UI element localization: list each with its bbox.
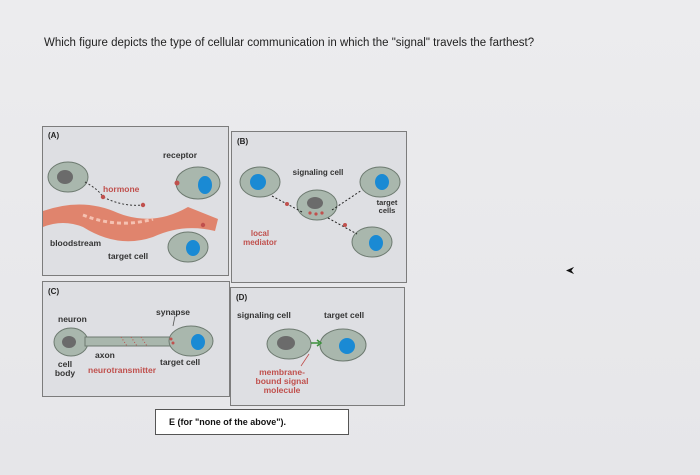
neuron-label: neuron <box>58 314 87 324</box>
bloodstream-label: bloodstream <box>50 238 102 248</box>
neurotransmitter-label: neurotransmitter <box>88 365 157 375</box>
hormone-label: hormone <box>103 184 140 194</box>
figure-a-option[interactable]: (A) receptor hormone bloodstream target … <box>42 126 229 276</box>
figure-d-option[interactable]: (D) signaling cell target cell membrane-… <box>230 287 405 406</box>
mouse-cursor-icon <box>566 262 575 280</box>
panel-b-label: (B) <box>237 137 249 146</box>
option-e-label: E (for "none of the above"). <box>169 417 287 427</box>
target-cells-label: target cells <box>376 198 398 215</box>
cell-body-label: cell body <box>54 359 76 378</box>
membrane-bound-label: membrane-bound signal molecule <box>255 367 309 395</box>
figure-b-option[interactable]: (B) signaling cell target cells local me… <box>231 131 407 283</box>
question-text: Which figure depicts the type of cellula… <box>44 37 535 49</box>
panel-c-label: (C) <box>48 287 60 296</box>
figure-d-illustration <box>266 328 367 367</box>
panel-a-label: (A) <box>48 131 60 140</box>
figure-a-illustration <box>43 161 221 263</box>
figure-c-illustration <box>53 315 214 357</box>
axon-label: axon <box>95 350 115 360</box>
signaling-cell-d-label: signaling cell <box>237 310 291 320</box>
local-mediator-label: local mediator <box>243 229 277 247</box>
synapse-label: synapse <box>156 307 191 317</box>
figure-c-option[interactable]: (C) neuron synapse axon target cell cell… <box>42 281 230 397</box>
panel-d-label: (D) <box>236 293 248 302</box>
figure-b-illustration <box>239 166 401 258</box>
target-cell-label: target cell <box>108 251 149 261</box>
target-cell-d-label: target cell <box>324 310 365 320</box>
target-cell-c-label: target cell <box>160 357 201 367</box>
option-e-button[interactable]: E (for "none of the above"). <box>155 409 349 435</box>
signaling-cell-label: signaling cell <box>292 168 344 177</box>
receptor-label: receptor <box>163 150 198 160</box>
